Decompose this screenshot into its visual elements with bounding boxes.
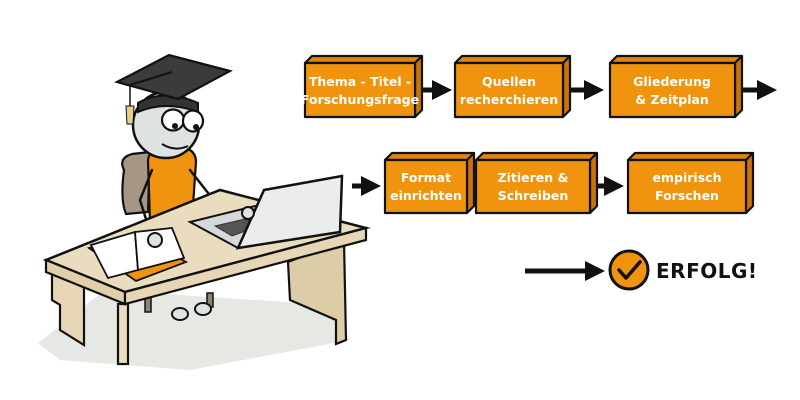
student-illustration [38,53,371,370]
step-label-line2: & Zeitplan [635,92,709,107]
step-label-line1: Quellen [482,74,536,89]
result: ERFOLG! [525,249,758,291]
chair [121,150,214,313]
step-label-line1: empirisch [653,170,722,185]
step-label-line2: Schreiben [498,188,569,203]
check-circle-icon [608,249,650,291]
step-label-line1: Gliederung [633,74,711,89]
student-left-hand [147,232,163,248]
step-box: Thema - Titel - Forschungsfrage [301,54,424,119]
step-box: Quellen recherchieren [453,54,572,119]
laptop-icon [187,174,344,250]
process-row-2: Format einrichten Zitieren & Schreiben e… [352,151,755,215]
step-label-line2: recherchieren [460,92,558,107]
process-row-1: Thema - Titel - Forschungsfrage Quellen … [301,54,777,119]
step-box: Format einrichten [383,151,476,215]
step-box: Gliederung & Zeitplan [608,54,744,119]
floor-shadow [38,290,350,370]
step-box: empirisch Forschen [626,151,755,215]
student-foot [171,307,189,321]
step-label-line1: Thema - Titel - [309,74,411,89]
box-front-face [383,158,469,215]
step-label-line2: einrichten [390,188,462,203]
student-foot [194,302,212,316]
step-label-line1: Format [401,170,451,185]
box-front-face [608,61,737,119]
success-label: ERFOLG! [656,259,758,283]
step-label-line1: Zitieren & [498,170,569,185]
box-front-face [303,61,417,119]
box-front-face [474,158,592,215]
box-front-face [626,158,748,215]
step-label-line2: Forschungsfrage [301,92,419,107]
step-box: Zitieren & Schreiben [474,151,599,215]
graduation-cap-icon [114,53,233,125]
student-right-hand [241,206,255,220]
box-front-face [453,61,565,119]
step-label-line2: Forschen [655,188,719,203]
